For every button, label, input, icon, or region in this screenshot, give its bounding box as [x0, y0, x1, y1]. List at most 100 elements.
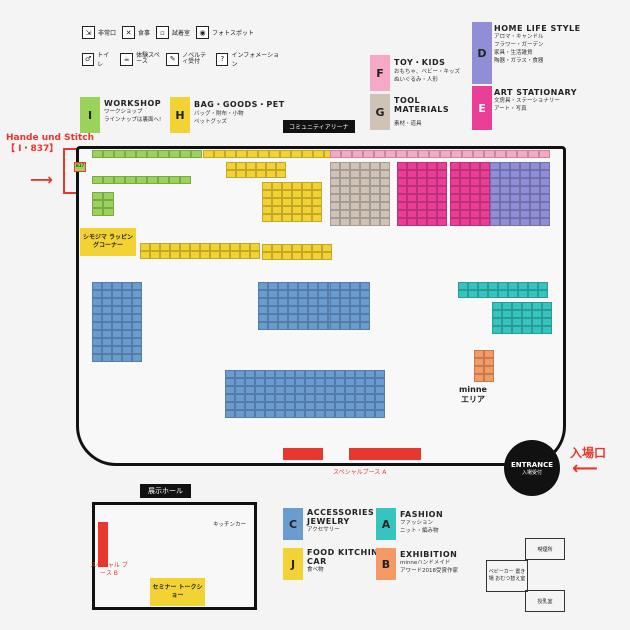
booth-c	[132, 346, 142, 354]
booth-c	[275, 402, 285, 410]
booth-c	[235, 378, 245, 386]
booth-c	[245, 370, 255, 378]
booth-c	[318, 298, 328, 306]
booth-i	[125, 150, 136, 158]
booth-c	[92, 322, 102, 330]
legend-info: ? インフォメーション	[216, 50, 282, 68]
booth-a	[512, 326, 522, 334]
booth-f	[407, 150, 418, 158]
room-baby: ベビーカー 置き場 おむつ替え室	[486, 560, 528, 592]
booth-h	[272, 252, 282, 260]
booth-d	[530, 186, 540, 194]
category-b-swatch: B	[376, 548, 396, 580]
booth-d	[520, 186, 530, 194]
booth-c	[375, 410, 385, 418]
booth-d	[500, 170, 510, 178]
booth-h	[292, 190, 302, 198]
booth-i	[103, 176, 114, 184]
booth-h	[292, 198, 302, 206]
booth-c	[345, 386, 355, 394]
booth-g	[380, 210, 390, 218]
booth-a	[492, 318, 502, 326]
booth-g	[350, 178, 360, 186]
booth-d	[530, 202, 540, 210]
booth-d	[510, 170, 520, 178]
booth-c	[330, 290, 340, 298]
booth-c	[132, 306, 142, 314]
booth-f	[363, 150, 374, 158]
booth-h	[140, 251, 150, 259]
booth-c	[102, 314, 112, 322]
booth-d	[490, 194, 500, 202]
booth-d	[510, 186, 520, 194]
booth-d	[530, 210, 540, 218]
booth-c	[365, 394, 375, 402]
booth-c	[330, 298, 340, 306]
booth-c	[295, 378, 305, 386]
highlight-label: Hande und Stitch 【 I・837】	[6, 133, 94, 154]
booth-c	[330, 322, 340, 330]
booth-c	[308, 306, 318, 314]
booth-f	[418, 150, 429, 158]
booth-h	[200, 251, 210, 259]
category-e-swatch: E	[472, 86, 492, 130]
booth-c	[350, 282, 360, 290]
booth-c	[298, 306, 308, 314]
booth-e	[437, 194, 447, 202]
booth-c	[245, 378, 255, 386]
booth-c	[102, 290, 112, 298]
booth-h	[250, 243, 260, 251]
booth-h	[272, 206, 282, 214]
booth-h	[256, 162, 266, 170]
booth-c	[122, 354, 132, 362]
booth-a	[542, 302, 552, 310]
booth-e	[460, 170, 470, 178]
booth-c	[360, 322, 370, 330]
room-milk: 授乳室	[525, 590, 565, 612]
booth-c	[335, 386, 345, 394]
booth-c	[265, 410, 275, 418]
booth-c	[345, 378, 355, 386]
booth-c	[265, 402, 275, 410]
booth-h	[200, 243, 210, 251]
booth-g	[330, 218, 340, 226]
booth-c	[92, 306, 102, 314]
booth-g	[370, 218, 380, 226]
booth-h	[226, 170, 236, 178]
booth-i	[114, 176, 125, 184]
booth-c	[325, 402, 335, 410]
booth-e	[407, 194, 417, 202]
booth-a	[478, 282, 488, 290]
booth-c	[235, 410, 245, 418]
food-icon: ✕	[122, 26, 136, 39]
booth-e	[437, 218, 447, 226]
booth-c	[288, 298, 298, 306]
booth-a	[478, 290, 488, 298]
booth-c	[278, 290, 288, 298]
booth-c	[122, 306, 132, 314]
booth-i	[103, 200, 114, 208]
booth-c	[308, 298, 318, 306]
booth-c	[305, 370, 315, 378]
booth-e	[407, 162, 417, 170]
booth-e	[427, 162, 437, 170]
booth-g	[360, 170, 370, 178]
booth-h	[190, 251, 200, 259]
booth-h	[190, 243, 200, 251]
booth-i	[169, 176, 180, 184]
booth-g	[370, 186, 380, 194]
booth-e	[417, 194, 427, 202]
booth-e	[417, 218, 427, 226]
booth-h	[170, 243, 180, 251]
booth-e	[407, 202, 417, 210]
booth-d	[500, 210, 510, 218]
booth-d	[540, 218, 550, 226]
booth-c	[285, 370, 295, 378]
booth-c	[225, 370, 235, 378]
booth-h	[272, 190, 282, 198]
booth-c	[245, 410, 255, 418]
booth-c	[278, 298, 288, 306]
booth-c	[112, 346, 122, 354]
booth-e	[417, 170, 427, 178]
booth-c	[340, 306, 350, 314]
